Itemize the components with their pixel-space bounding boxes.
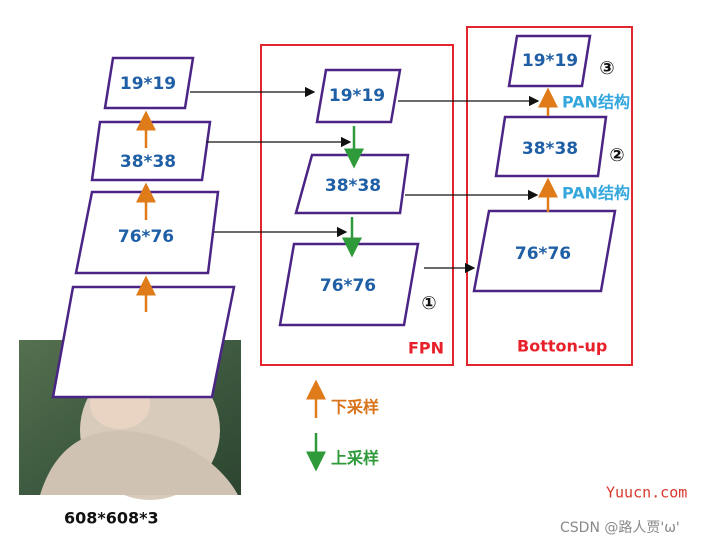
pan-label-76: 76*76: [515, 244, 571, 264]
watermark-site: Yuucn.com: [606, 484, 687, 502]
pan-label-19: 19*19: [522, 51, 578, 71]
backbone-label-76: 76*76: [118, 227, 174, 247]
fpn-label-38: 38*38: [325, 176, 381, 196]
input-image-parallelogram: [51, 285, 236, 399]
fpn-box: [260, 44, 454, 366]
pan-layer-38: [494, 115, 608, 178]
backbone-layer-38: [90, 120, 212, 182]
backbone-layer-76: [74, 190, 220, 275]
fpn-marker: ①: [421, 293, 436, 314]
backbone-layer-19: [103, 56, 195, 110]
bottom-up-box: [466, 26, 633, 366]
backbone-label-19: 19*19: [120, 74, 176, 94]
legend-upsample-label: 上采样: [331, 449, 379, 468]
pan-marker-mid: ②: [609, 145, 624, 166]
pan-marker-top: ③: [599, 58, 614, 79]
fpn-layer-76: [278, 242, 420, 327]
pan-structure-label-top: PAN结构: [562, 93, 630, 112]
fpn-label-76: 76*76: [320, 276, 376, 296]
pan-layer-76: [472, 209, 617, 293]
input-size-label: 608*608*3: [64, 509, 159, 528]
fpn-title: FPN: [408, 339, 444, 358]
pan-layer-19: [507, 34, 592, 88]
legend-downsample-label: 下采样: [331, 398, 379, 417]
backbone-label-38: 38*38: [120, 152, 176, 172]
fpn-layer-38: [294, 153, 410, 215]
legend: 下采样 上采样: [306, 379, 379, 472]
watermark-credit: CSDN @路人贾'ω': [560, 520, 680, 536]
fpn-layer-19: [315, 68, 402, 124]
pan-structure-label-mid: PAN结构: [562, 184, 630, 203]
fpn-label-19: 19*19: [329, 86, 385, 106]
bottom-up-title: Botton-up: [517, 337, 607, 356]
pan-label-38: 38*38: [522, 139, 578, 159]
